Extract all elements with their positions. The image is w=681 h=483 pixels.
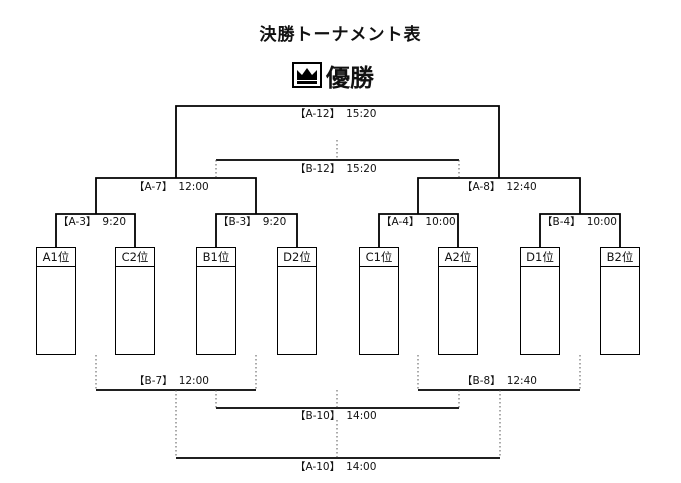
- match-time: 9:20: [102, 216, 127, 228]
- match-time: 12:40: [506, 181, 537, 193]
- team-name: D1位: [521, 248, 559, 267]
- match-code: 【A-10】: [295, 461, 341, 473]
- crown-icon: [292, 62, 322, 88]
- match-time: 10:00: [425, 216, 456, 228]
- match-label-a3: 【A-3】 9:20: [58, 216, 126, 228]
- match-time: 15:20: [346, 163, 377, 175]
- match-time: 10:00: [586, 216, 617, 228]
- match-label-b8: 【B-8】 12:40: [462, 375, 537, 387]
- match-time: 9:20: [262, 216, 287, 228]
- team-slot: A1位: [36, 247, 76, 355]
- match-time: 14:00: [346, 461, 377, 473]
- match-time: 12:00: [178, 181, 209, 193]
- match-label-b10: 【B-10】 14:00: [295, 410, 377, 422]
- team-name: D2位: [278, 248, 316, 267]
- match-label-b3: 【B-3】 9:20: [218, 216, 286, 228]
- match-code: 【B-3】: [218, 216, 257, 228]
- match-code: 【B-8】: [462, 375, 501, 387]
- match-code: 【A-4】: [381, 216, 420, 228]
- match-code: 【A-12】: [295, 108, 341, 120]
- match-label-a12: 【A-12】 15:20: [295, 108, 376, 120]
- match-label-a7: 【A-7】 12:00: [134, 181, 209, 193]
- match-time: 12:40: [506, 375, 537, 387]
- match-label-b12: 【B-12】 15:20: [295, 163, 377, 175]
- match-code: 【A-7】: [134, 181, 173, 193]
- page-title: 決勝トーナメント表: [259, 25, 422, 45]
- team-slot: C1位: [359, 247, 399, 355]
- match-code: 【B-12】: [295, 163, 341, 175]
- team-name: A1位: [37, 248, 75, 267]
- match-code: 【A-3】: [58, 216, 97, 228]
- match-code: 【A-8】: [462, 181, 501, 193]
- match-label-a4: 【A-4】 10:00: [381, 216, 456, 228]
- team-name: C1位: [360, 248, 398, 267]
- match-label-b7: 【B-7】 12:00: [134, 375, 209, 387]
- team-slot: B2位: [600, 247, 640, 355]
- team-slot: A2位: [438, 247, 478, 355]
- match-time: 15:20: [346, 108, 377, 120]
- match-code: 【B-10】: [295, 410, 341, 422]
- match-label-a8: 【A-8】 12:40: [462, 181, 537, 193]
- team-name: A2位: [439, 248, 477, 267]
- champion-heading: 優勝: [292, 58, 374, 92]
- team-slot: B1位: [196, 247, 236, 355]
- match-label-b4: 【B-4】 10:00: [542, 216, 617, 228]
- match-label-a10: 【A-10】 14:00: [295, 461, 376, 473]
- champion-label: 優勝: [326, 63, 374, 92]
- team-name: C2位: [116, 248, 154, 267]
- team-name: B1位: [197, 248, 235, 267]
- match-code: 【B-7】: [134, 375, 173, 387]
- team-slot: C2位: [115, 247, 155, 355]
- match-time: 14:00: [346, 410, 377, 422]
- match-time: 12:00: [178, 375, 209, 387]
- team-slot: D2位: [277, 247, 317, 355]
- team-slot: D1位: [520, 247, 560, 355]
- team-name: B2位: [601, 248, 639, 267]
- match-code: 【B-4】: [542, 216, 581, 228]
